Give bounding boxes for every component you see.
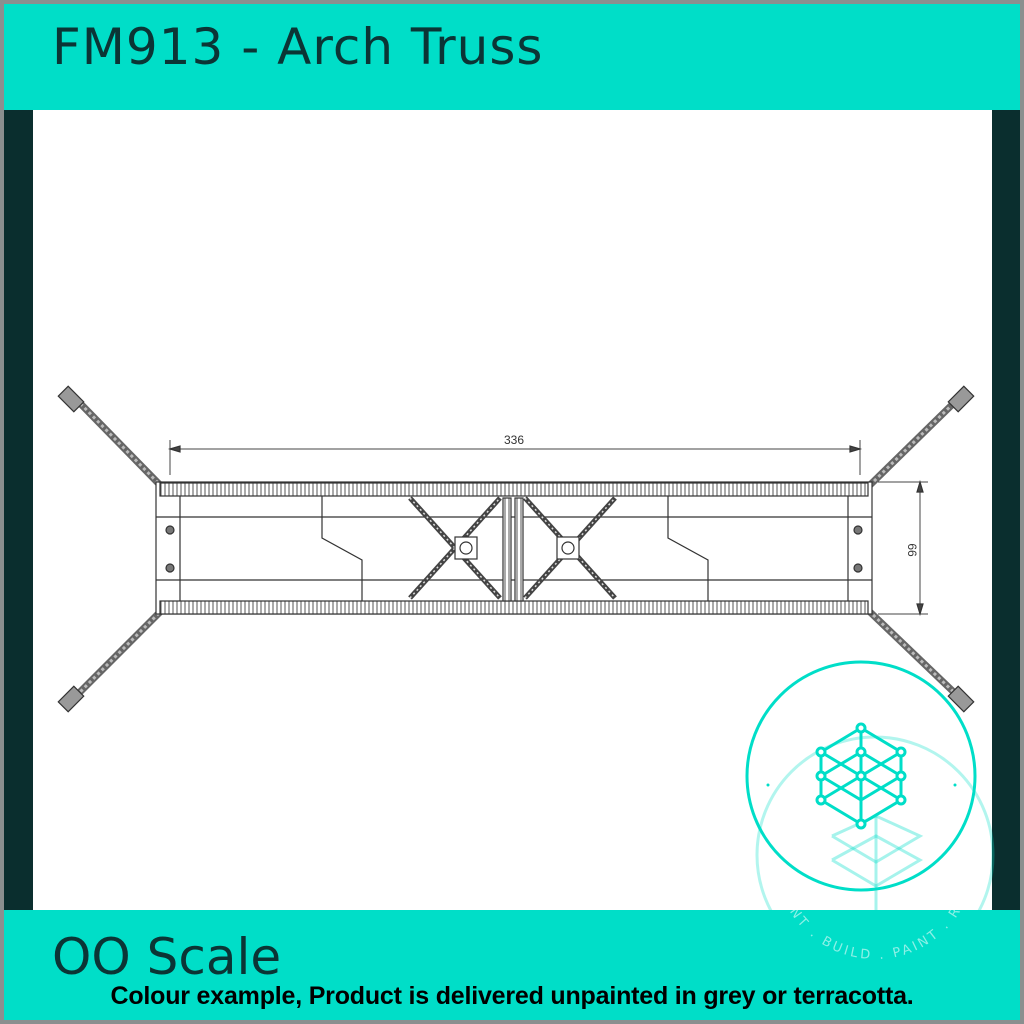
- truss-outline: [155, 481, 873, 615]
- svg-text:PRINT . BUILD . PAINT . REPEAT: PRINT . BUILD . PAINT . REPEAT: [774, 910, 979, 963]
- top-chord: [159, 482, 869, 497]
- arm-top-left: [57, 385, 163, 488]
- length-dimension-label: 336: [504, 433, 524, 447]
- arm-bottom-left: [57, 609, 163, 713]
- arm-top-right: [867, 385, 975, 488]
- colour-disclaimer: Colour example, Product is delivered unp…: [110, 982, 914, 1010]
- title-banner: FM913 - Arch Truss: [4, 4, 1020, 110]
- product-title: FM913 - Arch Truss: [52, 18, 544, 76]
- right-side-bar: [992, 110, 1020, 910]
- arm-bottom-right: [867, 609, 975, 713]
- logo-ring-text: PRINT . BUILD . PAINT . REPEAT: [774, 910, 979, 963]
- scale-label: OO Scale: [52, 928, 282, 986]
- left-side-bar: [4, 110, 33, 910]
- bottom-chord: [159, 600, 869, 615]
- product-image: FM913 - Arch Truss: [4, 4, 1020, 1020]
- footer-banner: PRINT . BUILD . PAINT . REPEAT OO Scale …: [4, 910, 1020, 1020]
- width-dimension-label: 66: [905, 543, 919, 557]
- truss-drawing: 336 66: [57, 385, 995, 975]
